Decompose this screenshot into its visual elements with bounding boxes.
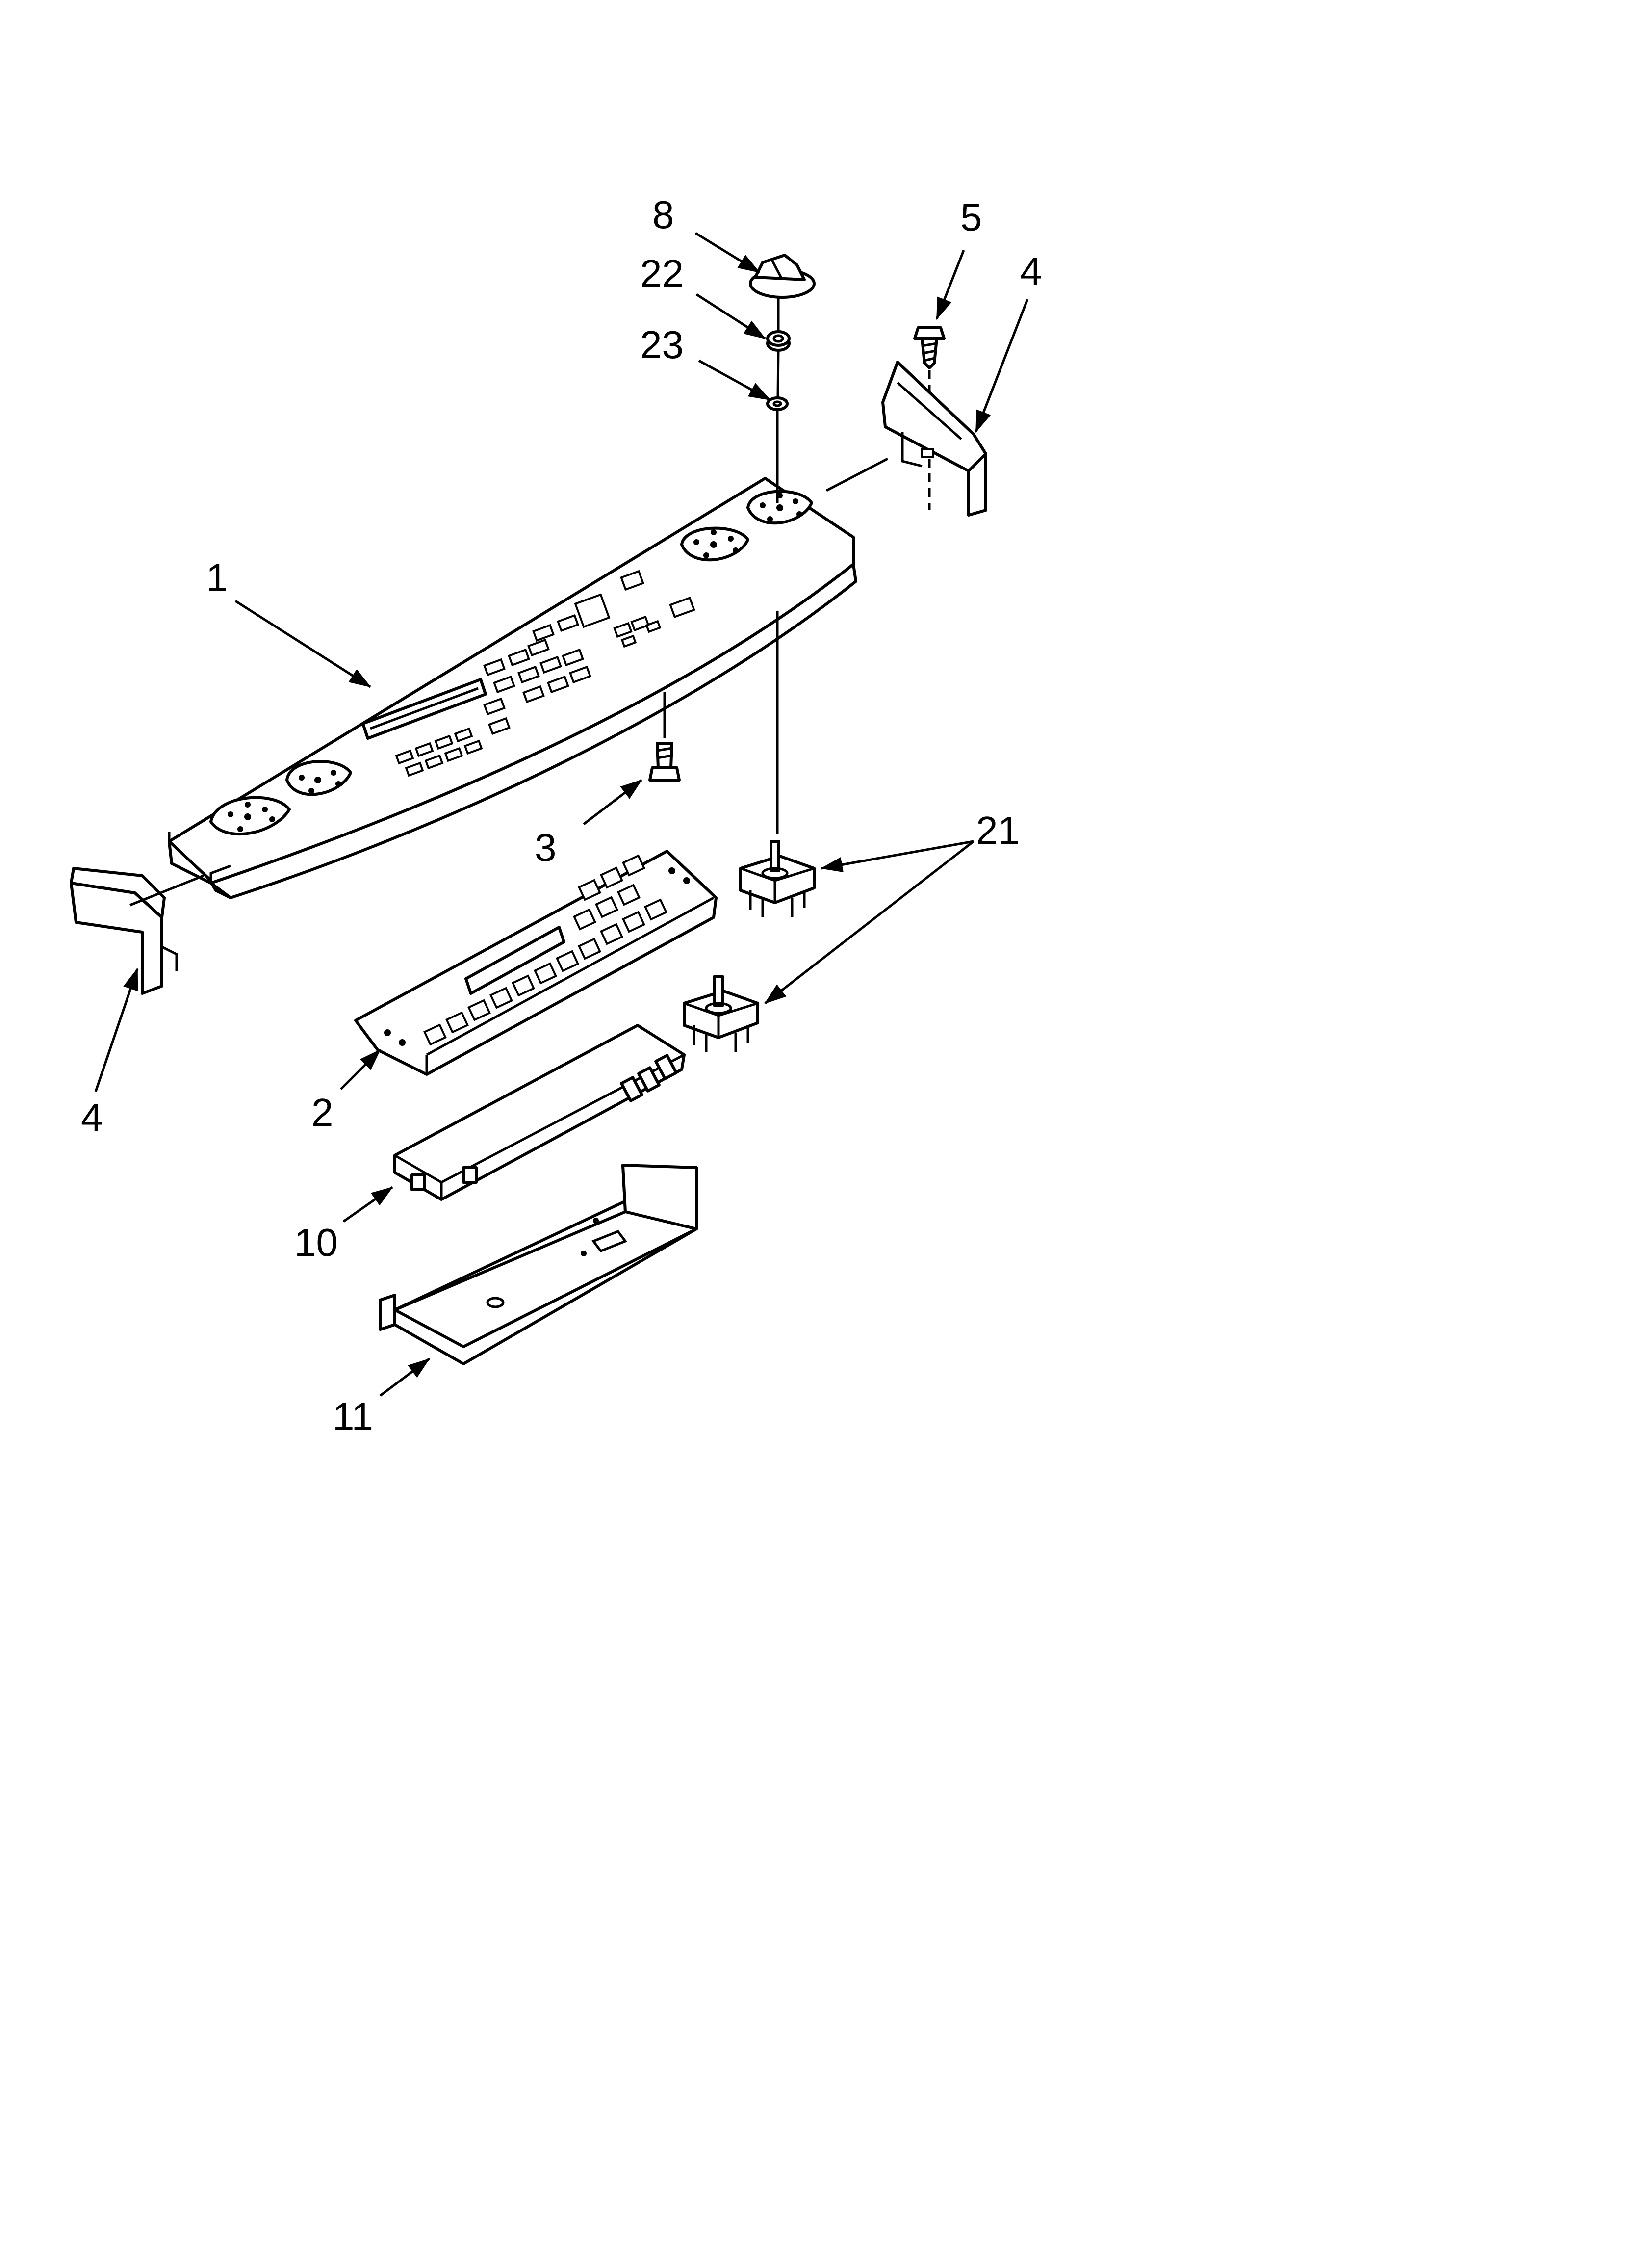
callout-23: 23 (640, 323, 684, 366)
callout-leaders (94, 232, 1029, 1397)
callout-4-left: 4 (81, 1095, 103, 1139)
callout-8: 8 (652, 193, 674, 236)
callout-3: 3 (535, 826, 557, 869)
callout-2: 2 (311, 1091, 334, 1134)
control-board-part-10 (393, 1024, 686, 1201)
touch-panel-buttons (423, 854, 667, 1046)
switch-lower-part-21 (683, 975, 759, 1052)
nut-part-22 (766, 330, 791, 352)
callout-1: 1 (206, 556, 228, 600)
switch-pad-left-1 (209, 796, 291, 836)
callout-4-right: 4 (1020, 249, 1042, 293)
callout-10: 10 (294, 1221, 338, 1264)
switch-pad-left-2 (285, 760, 352, 796)
switch-pad-right-2 (746, 490, 813, 525)
switch-upper-part-21 (739, 840, 816, 917)
control-panel-part-1 (168, 477, 857, 899)
screw-part-3 (648, 742, 681, 782)
keypad-buttons (395, 570, 695, 777)
screw-part-5 (913, 326, 946, 369)
callout-22: 22 (640, 252, 684, 295)
shield-box-part-11 (379, 1164, 698, 1365)
callout-11: 11 (333, 1395, 373, 1438)
callout-labels: 8 22 23 5 4 1 3 21 4 2 10 11 (81, 193, 1042, 1438)
callout-21: 21 (976, 808, 1020, 852)
callout-5: 5 (960, 195, 982, 239)
knob-part-8 (749, 254, 816, 299)
washer-part-23 (766, 396, 789, 411)
end-cap-left-part-4 (70, 867, 178, 995)
end-cap-right-part-4 (881, 361, 987, 517)
switch-pad-right-1 (680, 526, 749, 562)
